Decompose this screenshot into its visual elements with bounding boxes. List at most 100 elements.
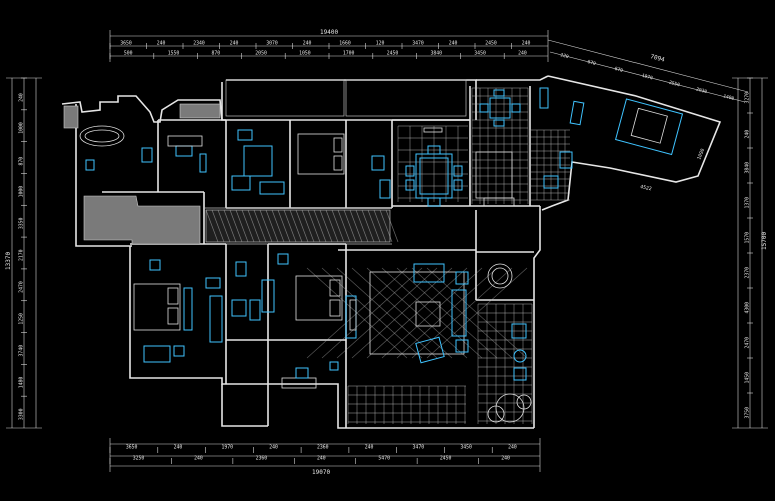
dimension-label: 2170: [19, 249, 25, 261]
dimension-label: 3740: [19, 345, 25, 357]
armchair: [143, 345, 171, 363]
dimension-label: 2470: [19, 281, 25, 293]
dimension-label: 1970: [221, 445, 233, 451]
dimension-label: 1370: [745, 197, 751, 209]
dimension-label: 1000: [19, 122, 25, 134]
left-dimension-row: 240 1000 870 1000 3350 2170 2470 1250 3740 1480 33…: [19, 77, 27, 420]
dimension-label: 240: [745, 130, 751, 139]
dimension-label: 3470: [413, 445, 425, 451]
bed-lower-middle: [295, 275, 343, 321]
dimension-label: 870: [587, 59, 597, 67]
dimension-label: 3750: [745, 407, 751, 419]
plants: [495, 393, 525, 423]
dimension-label: 2050: [255, 51, 267, 57]
living-rug: [369, 271, 465, 355]
right-dimension-row: 3270 240 3840 1370 1570 2370 4300 2470 1450 3750: [745, 77, 753, 419]
dimension-label: 2370: [745, 267, 751, 279]
dimension-label: 1450: [745, 372, 751, 384]
sofa-single: [413, 263, 445, 283]
dimension-label: 4300: [745, 302, 751, 314]
dimension-label: 3650: [126, 445, 138, 451]
furniture: [79, 87, 684, 423]
dimension-label: 1570: [745, 232, 751, 244]
toilet-2: [231, 175, 251, 191]
dimension-label: 240: [508, 445, 517, 451]
dimension-label: 2550: [668, 80, 680, 89]
dimension-label: 240: [317, 456, 326, 462]
dimension-label: 240: [194, 456, 203, 462]
dimension-label: 240: [19, 93, 25, 102]
dimension-label: 1970: [641, 73, 653, 82]
toilet: [85, 159, 95, 171]
dimension-label: 1480: [19, 377, 25, 389]
nightstand: [237, 129, 253, 141]
dimension-label: 240: [449, 41, 458, 47]
bed-master-1: [297, 133, 345, 175]
right-total-dimension: 15700: [761, 232, 768, 250]
dimension-label: 5470: [378, 456, 390, 462]
dimension-label: 3450: [474, 51, 486, 57]
coffee-table: [415, 301, 441, 327]
bottom-total-dimension: 19070: [312, 469, 330, 476]
dimension-label: 1050: [299, 51, 311, 57]
dimension-label: 220: [560, 52, 570, 60]
top-right-total-dimension: 7094: [649, 53, 665, 64]
left-total-dimension: 13370: [5, 252, 12, 270]
dimension-label: 3650: [120, 41, 132, 47]
dimension-label: 240: [174, 445, 183, 451]
dimension-label: 870: [19, 157, 25, 166]
dimension-label: 3070: [266, 41, 278, 47]
dimension-label: 4522: [640, 184, 653, 192]
dimension-label: 240: [269, 445, 278, 451]
dimension-label: 3270: [745, 92, 751, 104]
dimension-label: 1700: [343, 51, 355, 57]
bed-lower-left: [133, 283, 181, 331]
study-chair-lower: [295, 367, 309, 379]
dimension-label: 1090: [696, 148, 706, 161]
dimension-label: 2340: [193, 41, 205, 47]
dimension-label: 1550: [168, 51, 180, 57]
dimension-label: 3840: [431, 51, 443, 57]
dimension-label: 2450: [387, 51, 399, 57]
left-dimension-group: 13370 240 1000 870 1000 3350 2170 2470 1250 3740…: [5, 77, 42, 429]
dimension-label: 240: [230, 41, 239, 47]
dimension-label: 3450: [460, 445, 472, 451]
exterior-walls: [61, 75, 722, 429]
top-total-dimension: 19400: [320, 29, 338, 36]
dimension-label: 3470: [412, 41, 424, 47]
dimension-label: 3840: [745, 162, 751, 174]
corridor-hatch: [205, 209, 399, 243]
interior-walls: [102, 79, 540, 428]
dimension-label: 2450: [485, 41, 497, 47]
top-dimension-group: 19400 3650 240 2340 240 3070 240 1660 120 3470 24…: [109, 29, 549, 62]
sink: [141, 147, 153, 163]
study-chair: [175, 145, 193, 157]
dimension-label: 3350: [19, 218, 25, 230]
dimension-label: 240: [522, 41, 531, 47]
dimension-label: 1000: [19, 186, 25, 198]
dimension-label: 240: [157, 41, 166, 47]
dimension-label: 120: [376, 41, 385, 47]
dimension-label: 3300: [19, 408, 25, 420]
dimension-label: 2470: [745, 337, 751, 349]
dimension-label: 1490: [722, 93, 734, 102]
hatched-areas: [63, 103, 399, 245]
sofa-long: [451, 289, 467, 337]
dimension-label: 1660: [339, 41, 351, 47]
dimension-label: 1250: [19, 313, 25, 325]
tiled-floors: [306, 87, 570, 424]
dimension-label: 3250: [133, 456, 145, 462]
dimension-label: 870: [212, 51, 221, 57]
dimension-label: 500: [124, 51, 133, 57]
dimension-label: 870: [614, 66, 624, 74]
right-dimension-group: 15700 3270 240 3840 1370 1570 2370 4300 2470 145…: [732, 77, 768, 429]
